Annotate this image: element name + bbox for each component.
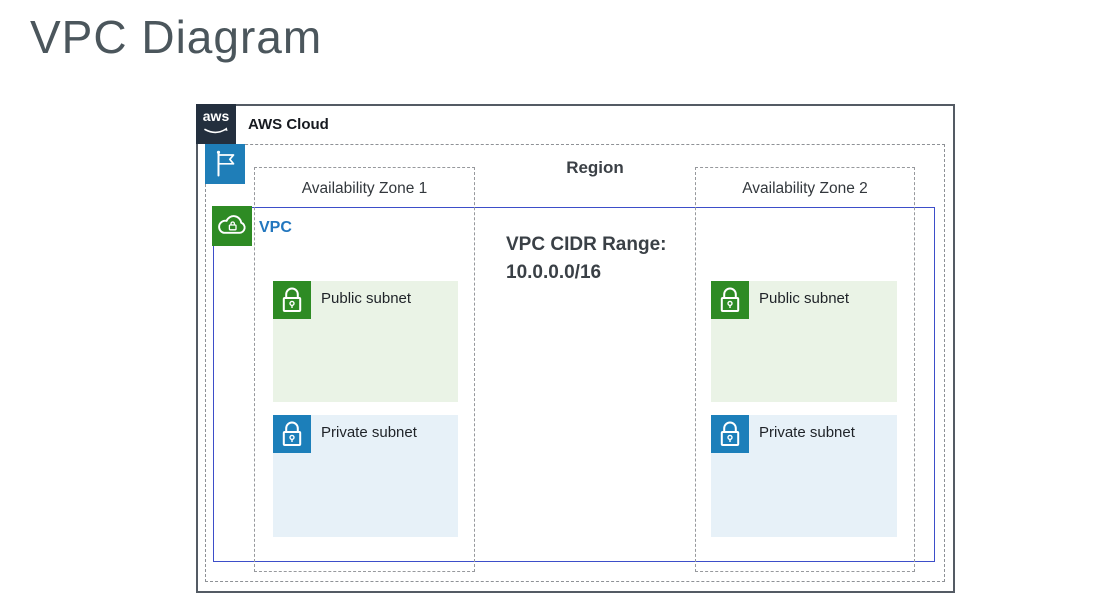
vpc-label: VPC xyxy=(259,219,292,236)
public-subnet-label: Public subnet xyxy=(759,290,850,307)
availability-zone-2-group: Availability Zone 2 Public subnet xyxy=(695,167,915,572)
lock-icon xyxy=(273,415,311,453)
availability-zone-1-label: Availability Zone 1 xyxy=(301,180,428,197)
region-flag-icon xyxy=(205,144,245,184)
aws-logo-icon: aws xyxy=(196,104,236,144)
private-subnet-label: Private subnet xyxy=(759,424,855,441)
aws-cloud-label: AWS Cloud xyxy=(248,116,329,133)
vpc-cidr-value: 10.0.0.0/16 xyxy=(506,262,602,283)
region-group: Region VPC VPC CIDR Range: 10.0.0.0/16 xyxy=(205,144,945,582)
lock-icon xyxy=(711,281,749,319)
vpc-cloud-lock-icon xyxy=(212,206,253,247)
availability-zone-1-group: Availability Zone 1 Public subnet xyxy=(254,167,475,572)
lock-icon xyxy=(711,415,749,453)
aws-logo-text: aws xyxy=(202,108,230,124)
vpc-cidr-heading: VPC CIDR Range: xyxy=(506,234,667,255)
availability-zone-2-label: Availability Zone 2 xyxy=(742,180,868,197)
aws-smile-swoosh xyxy=(204,127,228,134)
lock-icon xyxy=(273,281,311,319)
public-subnet-az1: Public subnet xyxy=(273,281,458,402)
public-subnet-az2: Public subnet xyxy=(711,281,897,402)
public-subnet-label: Public subnet xyxy=(321,290,412,307)
region-label: Region xyxy=(566,158,624,177)
vpc-group: VPC VPC CIDR Range: 10.0.0.0/16 xyxy=(212,206,935,562)
vpc-cidr-text: VPC CIDR Range: 10.0.0.0/16 xyxy=(506,231,666,287)
private-subnet-az1: Private subnet xyxy=(273,415,458,537)
page-title: VPC Diagram xyxy=(30,11,323,63)
private-subnet-label: Private subnet xyxy=(321,424,417,441)
private-subnet-az2: Private subnet xyxy=(711,415,897,537)
aws-cloud-group: aws AWS Cloud Region xyxy=(196,104,955,593)
